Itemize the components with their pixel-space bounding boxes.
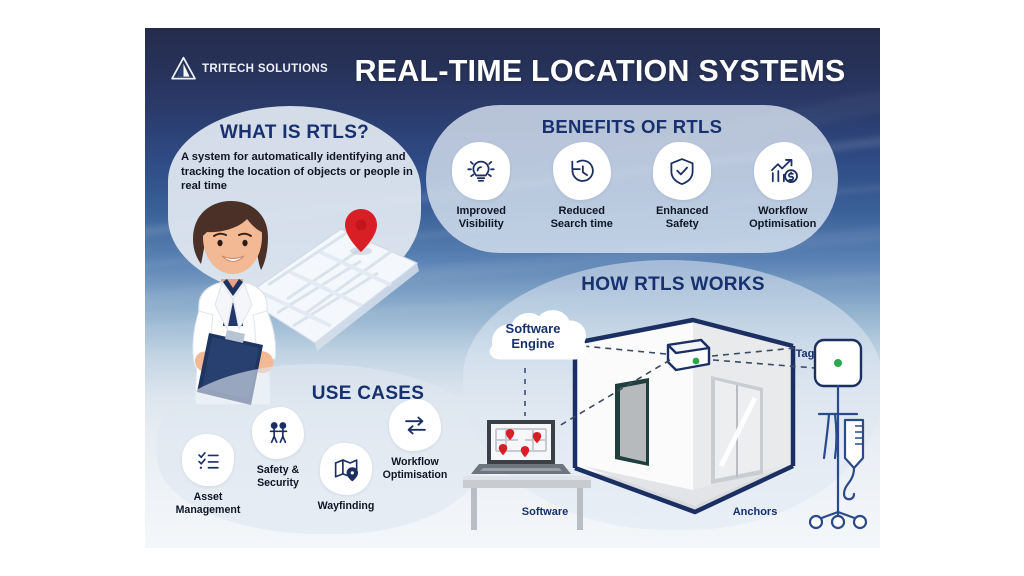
brand-name: TRITECH SOLUTIONS: [202, 62, 329, 75]
what-is-rtls-body: A system for automatically identifying a…: [181, 151, 413, 193]
map-sheet-icon: [242, 220, 419, 351]
benefit-label-line2: Safety: [665, 218, 699, 231]
clock-rewind-icon: [552, 142, 611, 200]
nurse-map-illustration: [192, 201, 419, 406]
diagram-label-anchors: Anchors: [732, 506, 778, 518]
use-case-asset-management[interactable]: Asset Management: [160, 434, 256, 517]
benefit-item-enhanced-safety[interactable]: Enhanced Safety: [634, 142, 730, 232]
benefits-list: Improved Visibility Reduced: [431, 142, 833, 252]
benefit-item-workflow-optimisation[interactable]: Workflow Optimisation: [735, 142, 831, 232]
room-illustration: [558, 317, 816, 515]
shield-check-icon: [653, 142, 712, 200]
nurse-figure: [192, 201, 277, 406]
use-case-safety-security[interactable]: Safety & Security: [230, 407, 326, 490]
tag-iv-pole-illustration: [808, 338, 868, 530]
checklist-icon: [182, 434, 234, 486]
benefit-label-line2: Optimisation: [749, 218, 817, 231]
use-case-label-line1: Safety &: [256, 464, 300, 476]
brand-logo: TRITECH SOLUTIONS: [170, 55, 328, 82]
benefit-item-improved-visibility[interactable]: Improved Visibility: [433, 142, 529, 232]
laptop-software-illustration: [463, 420, 591, 530]
infographic-plate: TRITECH SOLUTIONS REAL-TIME LOCATION SYS…: [145, 28, 880, 548]
use-case-label-line1: Asset: [193, 491, 223, 503]
diagram-label-software: Software: [521, 506, 569, 518]
cloud-label-line2: Engine: [511, 336, 554, 351]
use-case-label-line2: Management: [175, 503, 241, 516]
cloud-label-line1: Software: [506, 321, 561, 336]
use-cases-title: USE CASES: [311, 383, 425, 404]
benefit-label-line1: Workflow: [758, 205, 808, 217]
how-rtls-works-title: HOW RTLS WORKS: [581, 274, 765, 295]
lightbulb-icon: [452, 142, 511, 200]
use-case-label-line1: Workflow: [391, 456, 439, 468]
laptop-map-pins: [498, 429, 542, 458]
door-right-double: [711, 376, 763, 484]
use-case-label-line1: Wayfinding: [317, 500, 375, 512]
transfer-arrows-icon: [389, 399, 441, 451]
two-people-icon: [252, 407, 304, 459]
benefit-label-line1: Reduced: [558, 205, 605, 217]
benefit-label-line1: Enhanced: [655, 205, 709, 217]
use-case-workflow-optimisation[interactable]: Workflow Optimisation: [367, 399, 463, 482]
software-engine-cloud: Software Engine: [489, 310, 587, 416]
signal-lines: [558, 345, 816, 427]
growth-chart-dollar-icon: [753, 142, 812, 200]
benefit-label-line1: Improved: [456, 205, 506, 217]
how-rtls-works-diagram: Software Engine: [463, 310, 868, 530]
benefit-label-line2: Visibility: [458, 218, 504, 231]
diagram-label-tag: Tag: [795, 348, 815, 360]
anchor-device-icon: [666, 338, 711, 372]
benefits-title: BENEFITS OF RTLS: [541, 116, 723, 137]
use-case-wayfinding[interactable]: Wayfinding: [298, 443, 394, 513]
use-case-label-line2: Optimisation: [382, 468, 448, 481]
what-is-rtls-title: WHAT IS RTLS?: [219, 122, 370, 143]
page-title: REAL-TIME LOCATION SYSTEMS: [354, 54, 846, 88]
benefit-item-reduced-search-time[interactable]: Reduced Search time: [534, 142, 630, 232]
triangle-mountain-logo-icon: [171, 56, 196, 80]
use-case-label-line2: Security: [257, 476, 299, 489]
map-pin-icon: [320, 443, 372, 495]
door-left: [615, 378, 649, 466]
map-pin-icon: [345, 209, 377, 255]
benefit-label-line2: Search time: [550, 218, 613, 231]
